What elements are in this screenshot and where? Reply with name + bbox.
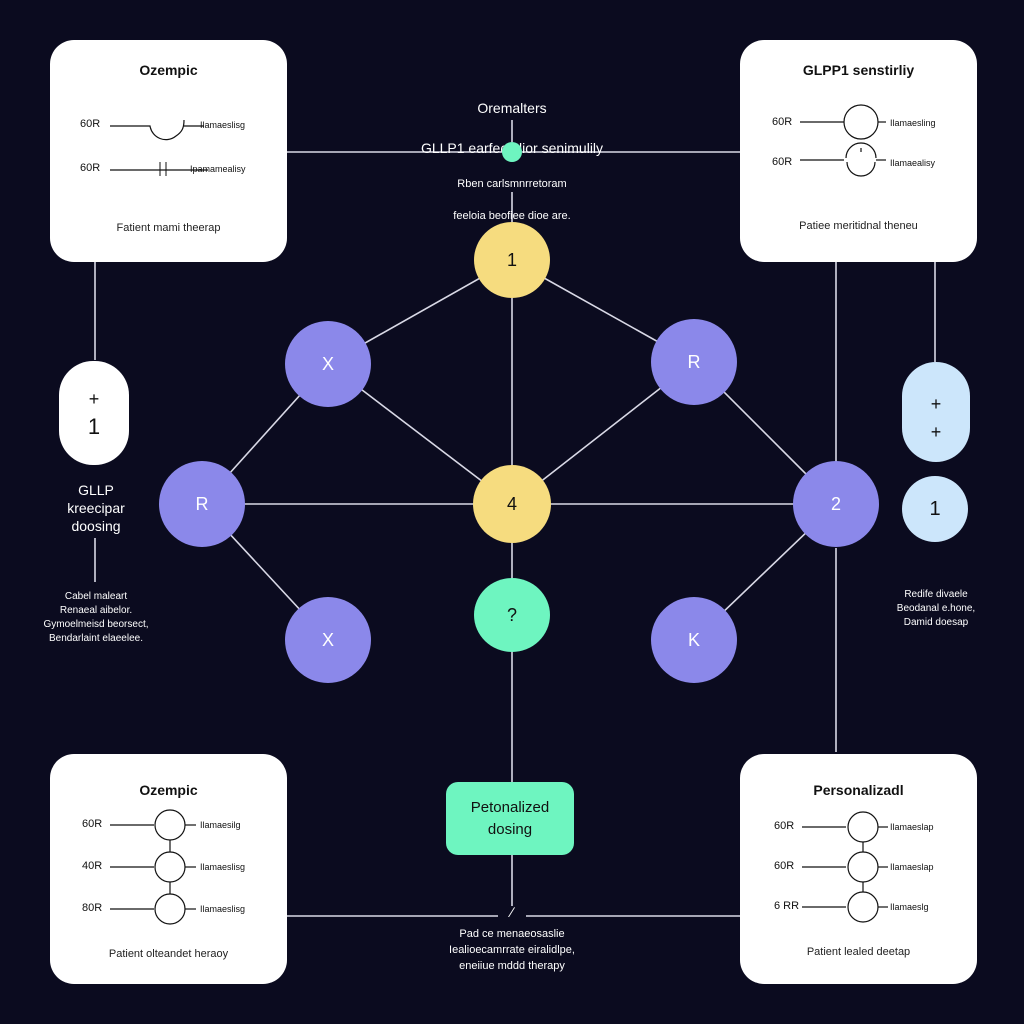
card-bottom-right: Personalizadl 60R Ilamaeslap 60R Ilamaes… [740,754,977,984]
dose-tag: Ilamaeslisg [200,120,246,130]
bottom-center-note: Pad ce menaeosaslie Iealioecamrrate eira… [449,928,575,972]
card-footer: Patient lealed deetap [806,946,911,958]
dose-tag: Ilamaeslisg [200,904,246,914]
card-title: Ozempic [139,62,198,78]
dose-value: 60R [80,118,101,130]
note-line: feeloia beofiee dioe are. [453,210,571,222]
note-line: Rben carlsmnrretoram [457,178,567,190]
dose-row: 60R Ilamaeslisg [50,118,287,141]
plus-icon: + [930,394,942,414]
dose-value: 6 RR [774,900,800,912]
dose-value: 40R [82,860,103,872]
right-note: Redife divaele Beodanal e.hone, Damid do… [896,589,976,628]
node-left[interactable]: R [159,461,245,547]
tube-icon [110,119,204,141]
dose-value: 60R [772,156,793,168]
line-icon [110,162,208,176]
dose-tag: Ilamaeslap [890,822,934,832]
node-center[interactable]: 4 [473,465,551,543]
dose-value: 60R [772,116,793,128]
card-title: GLPP1 senstirliy [802,62,915,78]
dose-row: 6 RR Ilamaeslg [740,882,977,923]
right-plus-pill: + + [902,362,970,462]
card-footer: Fatient mami theerap [116,222,221,234]
dose-tag: Ilamaealisy [890,158,936,168]
personalized-dosing-box[interactable]: Petonalized dosing [446,782,574,855]
dose-row: 60R Ipamamealisy [50,162,287,182]
dose-row: 60R Ilamaesilg [50,809,287,841]
dose-tag: Ipamamealisy [190,164,246,174]
dose-tag: Ilamaeslg [890,902,929,912]
card-footer: Patient olteandet heraoy [108,948,229,960]
dose-tag: Ilamaesling [890,118,936,128]
dose-tag: Ilamaeslap [890,862,934,872]
dose-value: 80R [82,902,103,914]
dose-row: 40R Ilamaeslisg [50,840,287,883]
circle-icon [802,882,888,923]
circle-icon [110,882,196,925]
top-center-title: Oremalters GLLP1 earfectelior senimulily [362,78,662,178]
left-counter-pill: + 1 [59,361,129,465]
card-footer: Patiee meritidnal theneu [799,220,918,232]
dose-row: 60R Ilamaesling [740,104,977,140]
node-lower-right[interactable]: K [651,597,737,683]
card-title: Personalizadl [813,782,904,798]
dose-value: 60R [82,818,103,830]
right-value-circle: 1 [902,476,968,542]
node-right[interactable]: 2 [793,461,879,547]
card-bottom-left: Ozempic 60R Ilamaesilg 40R Ilamaeslisg 8… [50,754,287,984]
dose-value: 60R [774,860,795,872]
node-upper-left[interactable]: X [285,321,371,407]
node-top[interactable]: 1 [474,222,550,298]
dose-row: 60R Ilamaealisy [740,142,977,177]
bottom-junction-icon: ∕ [510,904,514,920]
title-line: Oremalters [477,100,547,116]
plus-icon: + [88,389,100,409]
node-lower-center[interactable]: ? [474,578,550,652]
title-line: GLLP1 earfectelior senimulily [420,140,604,156]
node-lower-left[interactable]: X [285,597,371,683]
top-center-note: Rben carlsmnrretoram feeloia beofiee dio… [392,160,632,240]
dose-row: 60R Ilamaeslap [740,811,977,843]
dose-value: 60R [80,162,101,174]
dose-tag: Ilamaesilg [200,820,241,830]
top-junction-dot [502,142,522,162]
left-heading: GLLP kreecipar doosing [67,482,125,534]
half-circle-icon [800,142,886,177]
dose-row: 60R Ilamaeslap [740,842,977,883]
card-top-right: GLPP1 senstirliy 60R Ilamaesling 60R Ila… [740,40,977,262]
circle-icon [800,104,886,140]
plus-icon: + [930,422,942,442]
pill-value: 1 [87,414,101,439]
node-upper-right[interactable]: R [651,319,737,405]
card-title: Ozempic [139,782,198,798]
left-note: Cabel maleart Renaeal aibelor. Gymoelmei… [43,591,149,644]
dose-value: 60R [774,820,795,832]
dose-tag: Ilamaeslisg [200,862,246,872]
dose-row: 80R Ilamaeslisg [50,882,287,925]
card-top-left: Ozempic 60R Ilamaeslisg 60R Ipamamealisy… [50,40,287,262]
